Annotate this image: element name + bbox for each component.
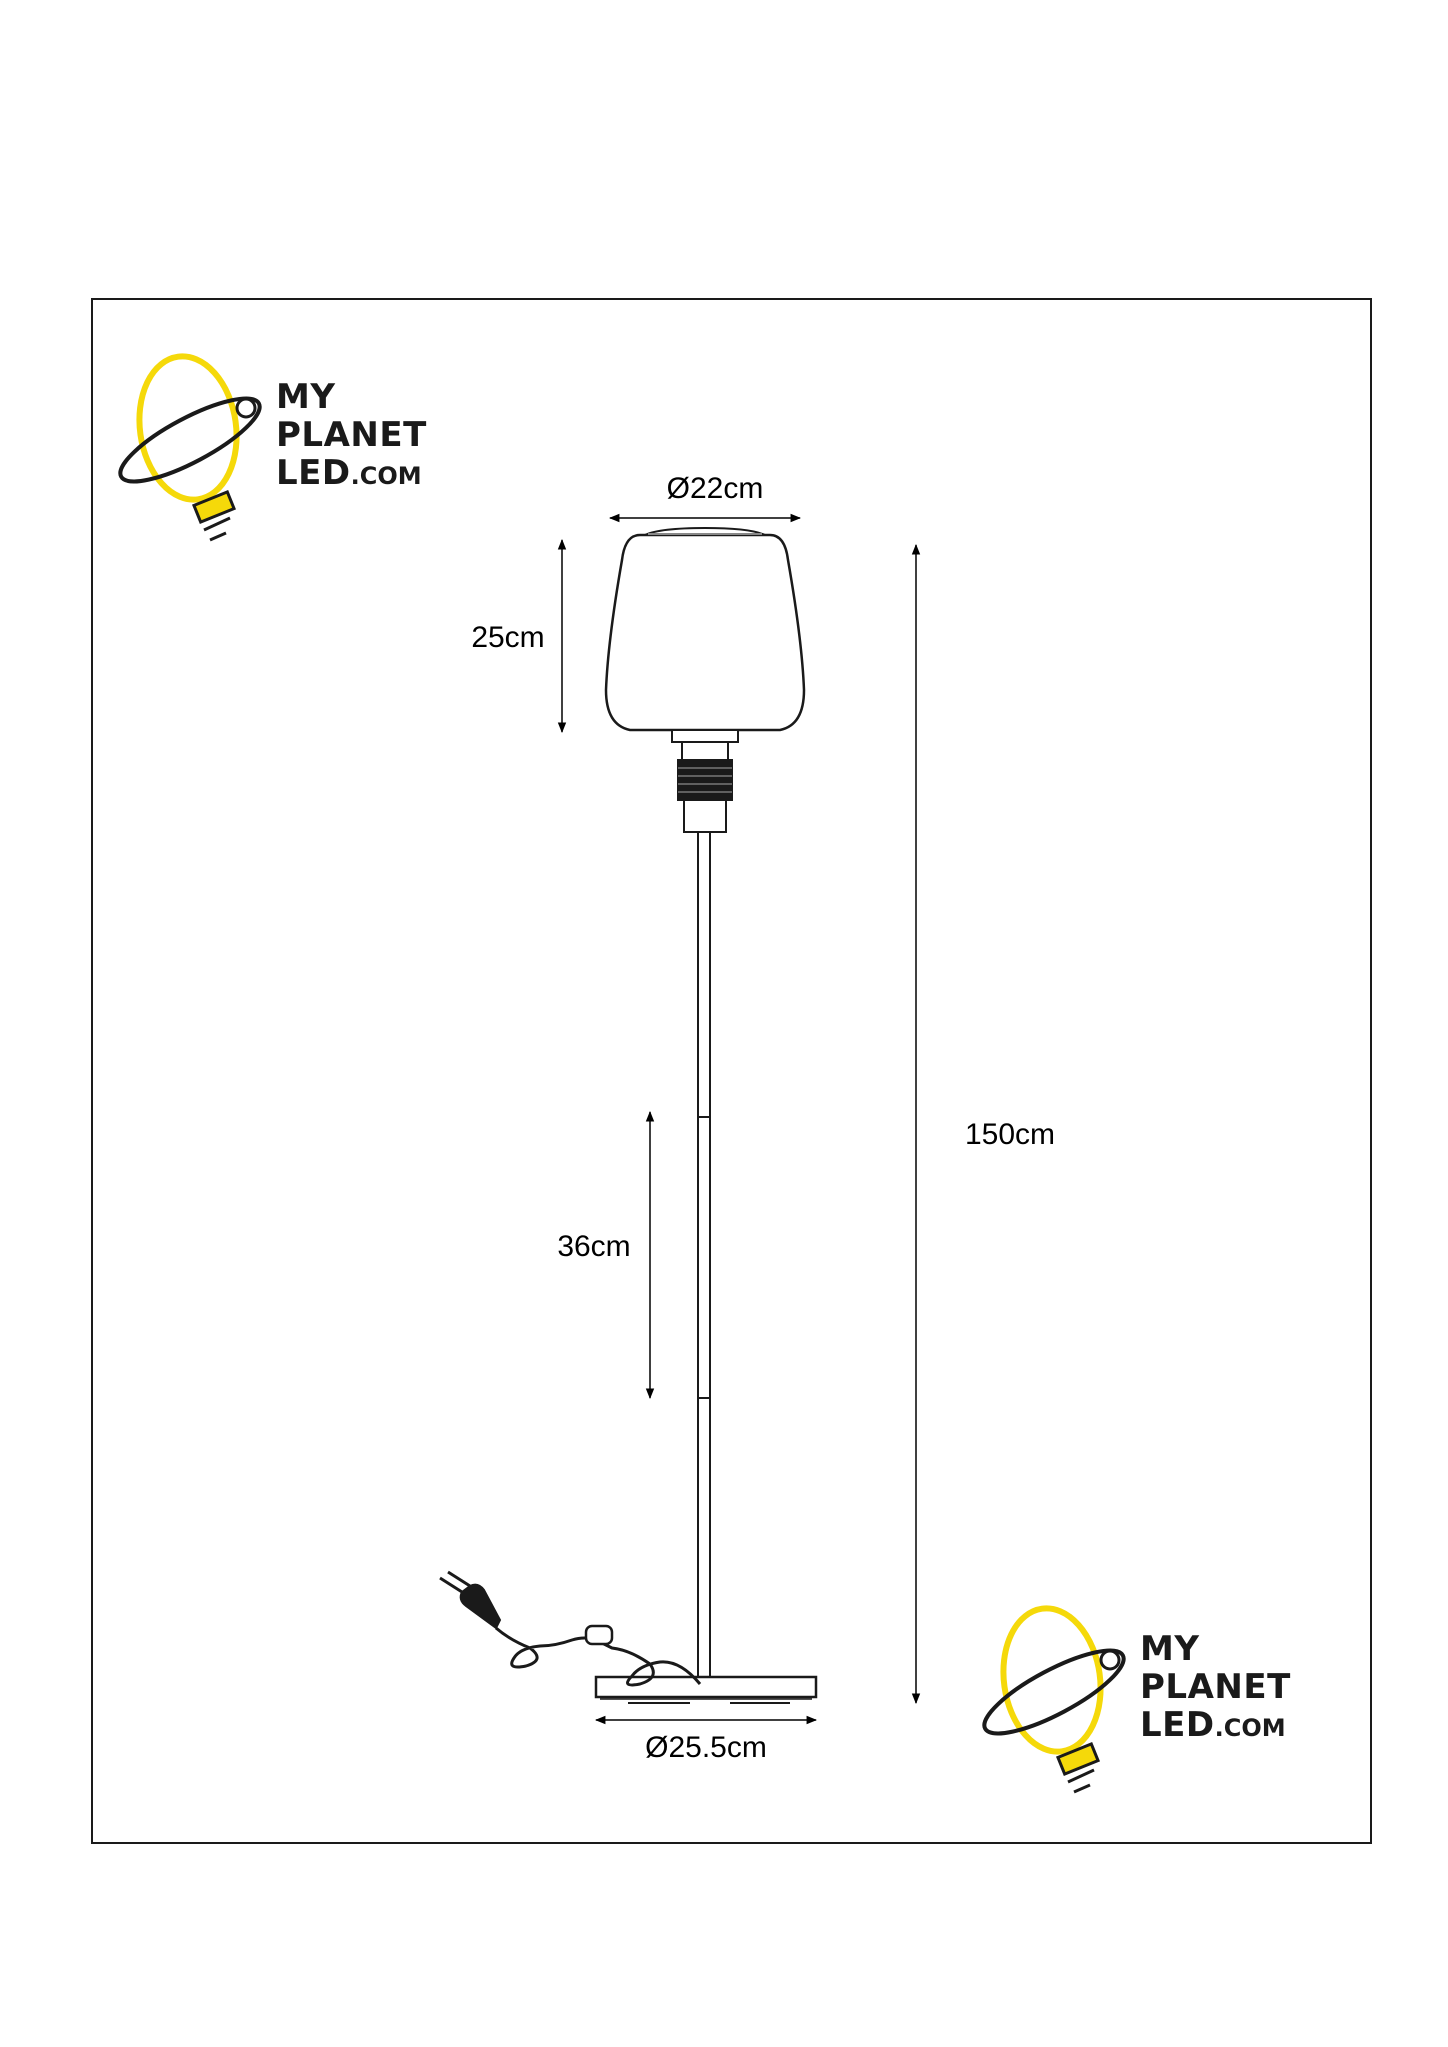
base-diameter-label: Ø25.5cm bbox=[645, 1731, 767, 1764]
shade-height-label: 25cm bbox=[471, 621, 544, 654]
lamp-shade bbox=[604, 526, 806, 732]
brand-line-3: LED.COM bbox=[276, 454, 427, 495]
shade-diameter-label: Ø22cm bbox=[667, 472, 764, 505]
brand-wordmark: MY PLANET LED.COM bbox=[276, 378, 427, 495]
dimension-base-diameter: Ø25.5cm bbox=[594, 1715, 818, 1764]
total-height-label: 150cm bbox=[965, 1118, 1055, 1151]
power-cable-with-plug bbox=[439, 1570, 702, 1687]
brand-line-2: PLANET bbox=[276, 415, 427, 455]
brand-line-1: MY bbox=[1140, 1629, 1200, 1669]
brand-line-3-suffix: .COM bbox=[350, 462, 422, 490]
dimension-shade-diameter: Ø22cm bbox=[608, 472, 802, 523]
dimension-shade-height: 25cm bbox=[471, 538, 567, 734]
dimension-stem-section: 36cm bbox=[557, 1110, 655, 1400]
brand-line-3-main: LED bbox=[1140, 1705, 1215, 1745]
brand-line-1: MY bbox=[276, 377, 336, 417]
lamp-base bbox=[594, 1675, 818, 1704]
brand-logo-top: MY PLANET LED.COM bbox=[118, 348, 426, 548]
dimension-total-height: 150cm bbox=[911, 543, 1055, 1705]
plug-icon bbox=[459, 1583, 502, 1630]
inline-switch-icon bbox=[584, 1624, 614, 1646]
stem-section-label: 36cm bbox=[557, 1230, 630, 1263]
brand-logo-bottom: MY PLANET LED.COM bbox=[982, 1600, 1290, 1800]
planet-bulb-logo-icon bbox=[118, 353, 262, 542]
planet-bulb-logo-icon bbox=[982, 1605, 1126, 1794]
brand-line-3: LED.COM bbox=[1140, 1706, 1291, 1747]
brand-line-3-main: LED bbox=[276, 453, 351, 493]
brand-line-3-suffix: .COM bbox=[1214, 1714, 1286, 1742]
lamp-stem bbox=[697, 831, 711, 1678]
brand-line-2: PLANET bbox=[1140, 1667, 1291, 1707]
drawing-frame bbox=[91, 298, 1372, 1844]
lamp-holder bbox=[671, 729, 739, 833]
brand-wordmark: MY PLANET LED.COM bbox=[1140, 1630, 1291, 1747]
